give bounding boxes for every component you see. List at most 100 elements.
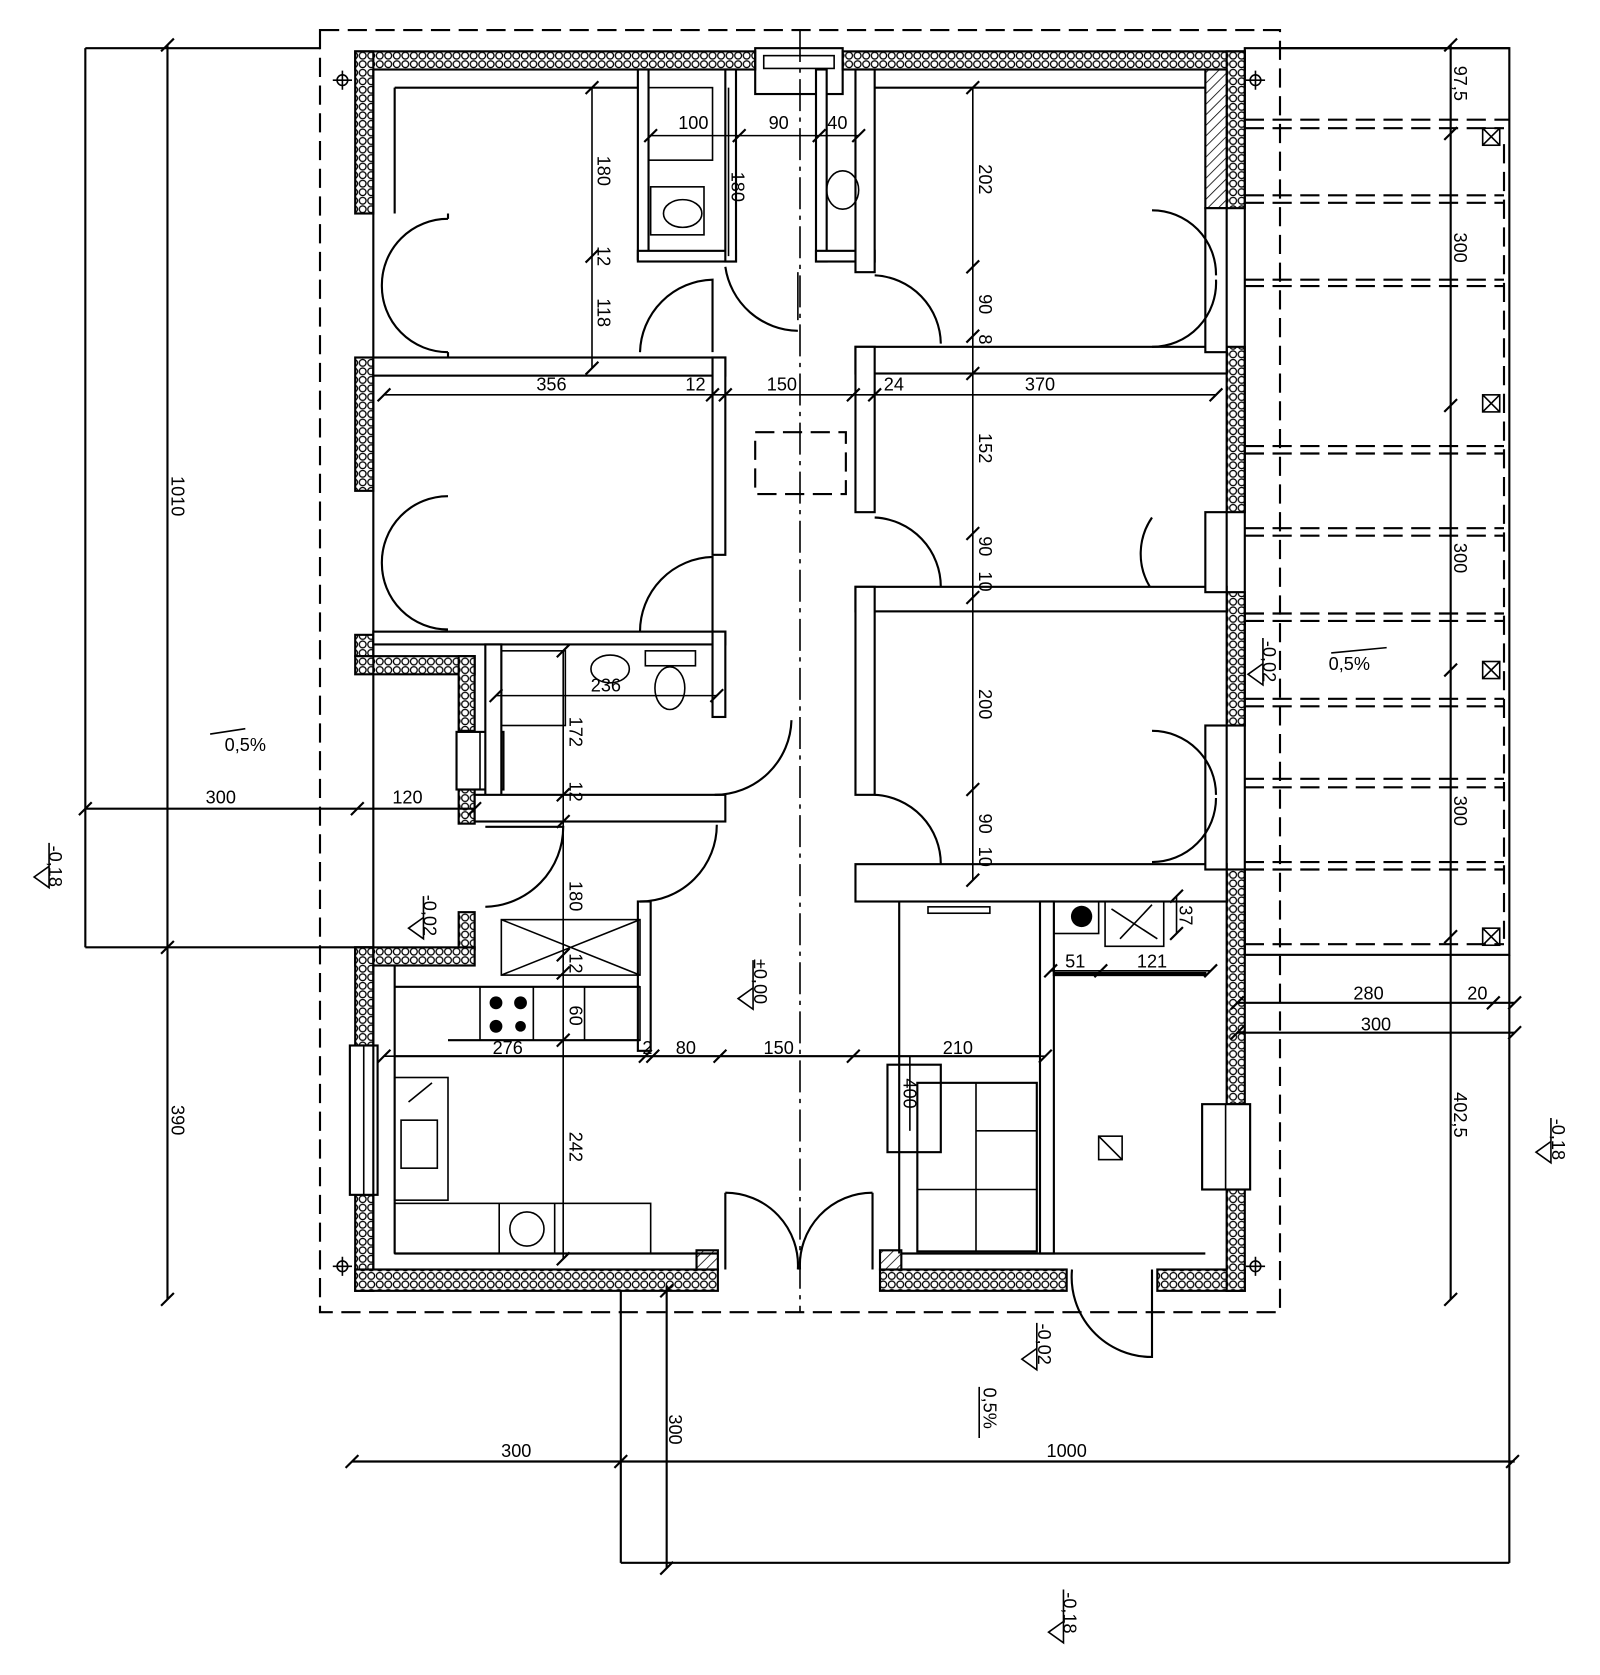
dimension-tick — [812, 128, 827, 143]
level-label: -0,02 — [1034, 1324, 1054, 1365]
dim-label: 280 — [1353, 984, 1383, 1004]
dim-label: 1010 — [168, 476, 188, 516]
dimension-tick — [846, 1049, 861, 1064]
post-cross — [1482, 394, 1501, 413]
dimension-tick — [556, 947, 571, 962]
dimension-tick — [965, 873, 980, 888]
windows — [348, 730, 1252, 1196]
dim-label: 1000 — [1047, 1441, 1087, 1461]
dimension-tick — [732, 128, 747, 143]
dimension-tick — [965, 329, 980, 344]
dimension-tick — [376, 387, 392, 402]
dim-label: 12 — [593, 246, 613, 266]
dim-label: 80 — [676, 1038, 696, 1058]
terrace-post-icon — [1481, 127, 1501, 147]
dimension-tick — [1443, 662, 1458, 678]
cooktop — [479, 986, 535, 1041]
column-marker-cross — [332, 70, 352, 90]
dimension-tick — [556, 814, 571, 829]
washbasin-top — [825, 170, 860, 211]
slope-label: 0,5% — [1329, 654, 1370, 674]
dimension-tick — [556, 643, 571, 658]
dimension-tick — [1486, 995, 1501, 1010]
dimension-tick — [659, 1561, 674, 1576]
dim-label: 400 — [899, 1078, 919, 1108]
toilet-top — [649, 186, 705, 236]
dimension-tick — [344, 1454, 360, 1469]
dimension-lines — [78, 37, 1522, 1576]
dimension-tick — [1169, 889, 1184, 904]
dimension-tick — [1038, 1049, 1053, 1064]
dimension-tick — [1443, 37, 1458, 53]
dim-label: 24 — [884, 375, 904, 395]
washbasin-mid — [590, 654, 631, 684]
dimension-tick — [965, 782, 980, 797]
level-label: ±0,00 — [750, 959, 770, 1004]
post-box — [1481, 394, 1501, 413]
toilet-mid — [654, 666, 686, 711]
level-label: -0,02 — [1259, 641, 1279, 682]
dimension-tick — [965, 590, 980, 605]
dimension-tick — [1505, 1454, 1520, 1469]
post-cross — [1482, 927, 1501, 946]
column-marker-cross — [1245, 70, 1266, 90]
dim-label: 10 — [975, 847, 995, 867]
dimension-tick — [638, 1049, 653, 1064]
dimension-tick — [1169, 926, 1184, 941]
dim-label: 150 — [764, 1038, 794, 1058]
dim-label: 150 — [767, 375, 797, 395]
dim-label: 276 — [493, 1038, 523, 1058]
post-box — [1481, 927, 1501, 947]
dim-label: 51 — [1065, 952, 1085, 972]
dimension-tick — [556, 1251, 571, 1266]
dim-label: 12 — [566, 953, 586, 973]
dimension-tick — [659, 1283, 674, 1298]
shower-mid — [500, 650, 567, 727]
dim-label: 390 — [168, 1105, 188, 1135]
dimension-tick — [645, 1049, 660, 1064]
sofa — [916, 1081, 1038, 1253]
table — [886, 1063, 942, 1154]
dim-label: 20 — [1467, 984, 1487, 1004]
dimension-tick — [705, 387, 720, 402]
dim-label: 300 — [501, 1441, 531, 1461]
level-label: -0,18 — [1548, 1119, 1568, 1160]
terrace-post-icon — [1481, 660, 1501, 680]
level-markers — [32, 638, 1552, 1645]
boiler — [1053, 900, 1100, 935]
dimension-tick — [78, 801, 93, 816]
dim-label: 10 — [975, 571, 995, 591]
dimension-tick — [846, 387, 861, 402]
dimension-tick — [613, 1454, 628, 1469]
dim-label: 152 — [975, 433, 995, 463]
level-label: -0,18 — [1059, 1592, 1079, 1633]
column-marker-cross — [1245, 1256, 1266, 1276]
dim-label: 180 — [728, 172, 748, 202]
dimension-tick — [376, 1049, 392, 1064]
dim-label: 97,5 — [1450, 66, 1470, 101]
dimension-tick — [965, 259, 980, 274]
dimension-tick — [867, 387, 882, 402]
dimension-tick — [1443, 929, 1458, 944]
dimension-tick — [350, 801, 365, 816]
dim-label: 60 — [566, 1006, 586, 1026]
dim-label: 300 — [1361, 1015, 1391, 1035]
column-markers — [332, 70, 1266, 1276]
dim-label: 300 — [1450, 796, 1470, 826]
dimension-tick — [584, 80, 600, 95]
dimension-tick — [556, 1033, 571, 1048]
dim-label: 300 — [1450, 233, 1470, 263]
dim-label: 356 — [536, 375, 566, 395]
dim-label: 90 — [975, 536, 995, 556]
fixtures — [393, 86, 1165, 1255]
dimension-tick — [1443, 126, 1458, 141]
level-label: -0,02 — [419, 895, 439, 936]
slope-label: 0,5% — [225, 735, 266, 755]
dimension-tick — [1203, 963, 1218, 978]
dim-label: 121 — [1137, 952, 1167, 972]
dimension-tick — [1443, 1292, 1458, 1307]
attic-hatch — [754, 431, 847, 496]
post-box — [1481, 127, 1501, 147]
terrace-post-icon — [1481, 927, 1501, 947]
dim-label: 100 — [678, 113, 708, 133]
